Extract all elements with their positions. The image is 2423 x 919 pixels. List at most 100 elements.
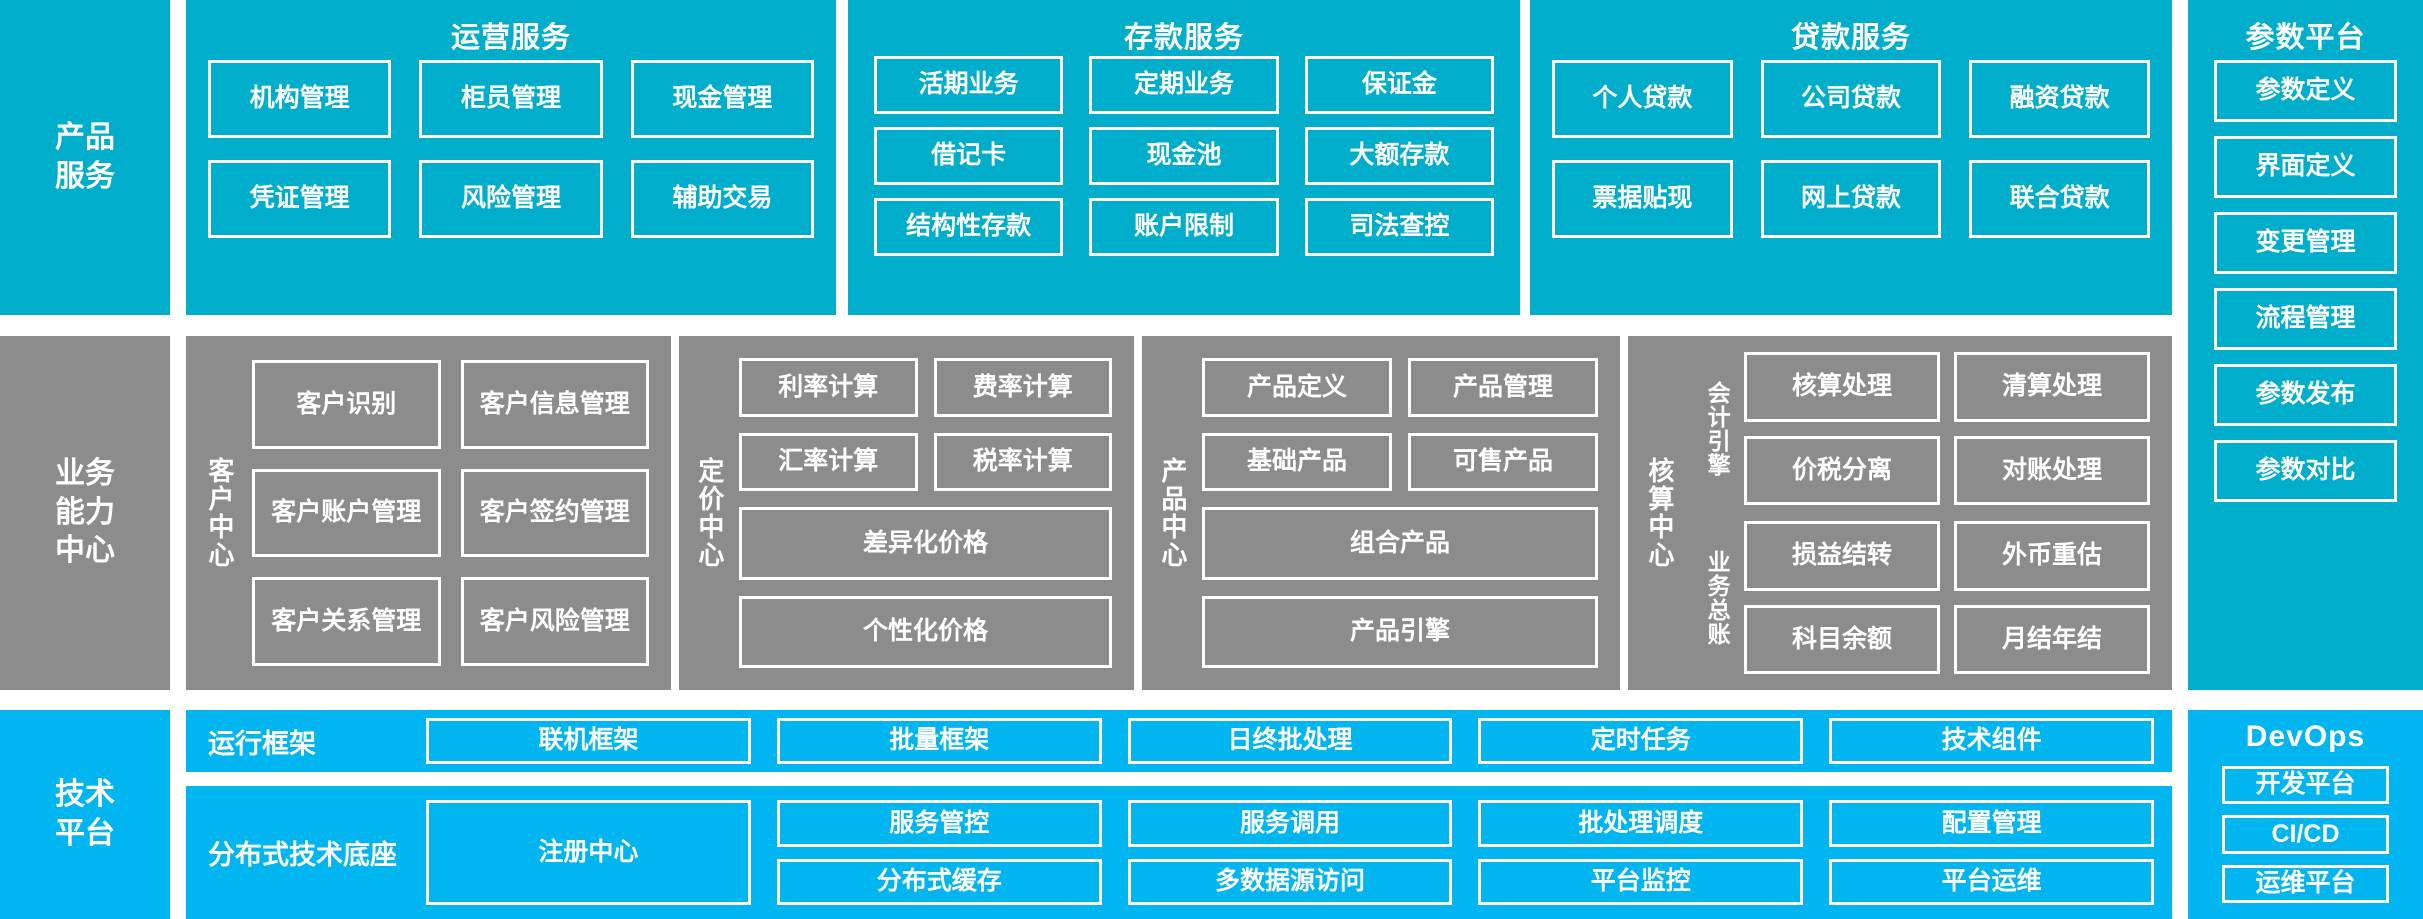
layer-label-product-services-text: 产品 服务 — [0, 0, 170, 315]
capability-item[interactable]: 对账处理 — [1954, 435, 2150, 505]
service-item[interactable]: 保证金 — [1304, 56, 1494, 114]
capability-item[interactable]: 汇率计算 — [739, 432, 918, 491]
tech-item[interactable]: 批处理调度 — [1478, 800, 1804, 847]
capability-item[interactable]: 客户账户管理 — [252, 468, 441, 558]
tech-item[interactable]: 联机框架 — [426, 718, 751, 764]
tech-item[interactable]: 定时任务 — [1478, 718, 1804, 764]
tech-item[interactable]: 平台监控 — [1478, 858, 1804, 905]
layer-label-line2: 能力 — [55, 495, 115, 529]
tech-item[interactable]: 技术组件 — [1829, 718, 2154, 764]
capability-item[interactable]: 核算处理 — [1744, 352, 1940, 422]
capability-item[interactable]: 客户关系管理 — [252, 577, 441, 666]
service-item[interactable]: 定期业务 — [1089, 56, 1279, 114]
tech-foundation-row: 分布式技术底座 注册中心 服务管控 服务调用 批处理调度 配置管理 分布式缓存 … — [186, 786, 2172, 919]
capability-item[interactable]: 客户签约管理 — [460, 468, 649, 558]
service-item[interactable]: 柜员管理 — [419, 60, 603, 138]
service-item[interactable]: 借记卡 — [874, 127, 1064, 185]
layer-label-product-services: 产品 服务 — [0, 0, 170, 315]
capability-item[interactable]: 产品定义 — [1202, 358, 1392, 417]
layer-label-line2: 服务 — [55, 159, 115, 193]
service-item[interactable]: 辅助交易 — [630, 160, 814, 238]
service-group-deposit-title: 存款服务 — [1123, 22, 1244, 54]
service-item[interactable]: 现金管理 — [630, 60, 814, 138]
service-item[interactable]: 公司贷款 — [1760, 60, 1942, 138]
param-platform-title: 参数平台 — [2245, 22, 2366, 54]
layer-label-business-capability-text: 业务 能力 中心 — [0, 336, 170, 690]
capability-item[interactable]: 价税分离 — [1744, 435, 1940, 505]
capability-item[interactable]: 月结年结 — [1954, 604, 2150, 674]
param-platform-column: 参数平台 参数定义 界面定义 变更管理 流程管理 参数发布 参数对比 — [2188, 0, 2423, 690]
layer-label-line1: 技术 — [55, 778, 115, 812]
capability-item[interactable]: 利率计算 — [739, 358, 918, 417]
tech-foundation-label: 分布式技术底座 — [208, 840, 397, 870]
capability-item[interactable]: 客户风险管理 — [460, 577, 649, 666]
tech-runtime-row: 运行框架 联机框架 批量框架 日终批处理 定时任务 技术组件 — [186, 710, 2172, 772]
param-item[interactable]: 参数发布 — [2214, 364, 2397, 426]
service-item[interactable]: 融资贷款 — [1969, 60, 2150, 138]
tech-item[interactable]: 服务管控 — [776, 800, 1102, 847]
service-item[interactable]: 风险管理 — [419, 160, 603, 238]
tech-item[interactable]: 注册中心 — [426, 800, 751, 905]
layer-label-business-capability: 业务 能力 中心 — [0, 336, 170, 690]
capability-center-accounting: 核算中心 会计引擎 核算处理 清算处理 价税分离 对账处理 业务总账 — [1628, 336, 2172, 690]
capability-item[interactable]: 客户识别 — [252, 360, 441, 449]
service-item[interactable]: 大额存款 — [1304, 127, 1494, 185]
capability-item[interactable]: 产品管理 — [1408, 358, 1598, 417]
capability-item[interactable]: 可售产品 — [1408, 432, 1598, 491]
service-item[interactable]: 机构管理 — [208, 60, 392, 138]
service-item[interactable]: 联合贷款 — [1969, 160, 2150, 238]
capability-item[interactable]: 组合产品 — [1202, 507, 1598, 580]
capability-center-accounting-name: 核算中心 — [1644, 457, 1675, 569]
capability-center-product-name: 产品中心 — [1157, 457, 1188, 569]
service-item[interactable]: 活期业务 — [874, 56, 1064, 114]
capability-item[interactable]: 科目余额 — [1744, 604, 1940, 674]
capability-item[interactable]: 费率计算 — [933, 358, 1112, 417]
service-item[interactable]: 结构性存款 — [874, 198, 1064, 256]
capability-item[interactable]: 税率计算 — [933, 432, 1112, 491]
service-group-operations: 运营服务 机构管理 柜员管理 现金管理 凭证管理 风险管理 辅助交易 — [186, 0, 836, 315]
tech-item[interactable]: 配置管理 — [1829, 800, 2154, 847]
devops-item[interactable]: 开发平台 — [2222, 766, 2389, 805]
devops-item[interactable]: CI/CD — [2222, 815, 2389, 854]
param-item[interactable]: 参数对比 — [2214, 440, 2397, 502]
capability-center-product: 产品中心 产品定义 产品管理 基础产品 可售产品 组合产品 产品引擎 — [1142, 336, 1620, 690]
devops-item[interactable]: 运维平台 — [2222, 864, 2389, 903]
tech-item[interactable]: 服务调用 — [1127, 800, 1453, 847]
capability-item[interactable]: 产品引擎 — [1202, 595, 1598, 668]
param-item[interactable]: 界面定义 — [2214, 136, 2397, 198]
devops-title: DevOps — [2245, 720, 2366, 753]
capability-item[interactable]: 基础产品 — [1202, 432, 1392, 491]
tech-item[interactable]: 多数据源访问 — [1127, 858, 1453, 905]
tech-platform-body: 运行框架 联机框架 批量框架 日终批处理 定时任务 技术组件 分布式技术底座 注… — [186, 710, 2172, 919]
accounting-subgroup-name: 业务总账 — [1704, 549, 1731, 646]
service-item[interactable]: 司法查控 — [1304, 198, 1494, 256]
capability-center-pricing-name: 定价中心 — [694, 457, 725, 569]
capability-center-customer-name: 客户中心 — [204, 457, 235, 569]
tech-item[interactable]: 平台运维 — [1829, 858, 2154, 905]
layer-label-line2: 平台 — [55, 816, 115, 850]
tech-item[interactable]: 分布式缓存 — [776, 858, 1102, 905]
service-item[interactable]: 凭证管理 — [208, 160, 392, 238]
capability-item[interactable]: 外币重估 — [1954, 521, 2150, 591]
param-item[interactable]: 变更管理 — [2214, 212, 2397, 274]
tech-item[interactable]: 批量框架 — [776, 718, 1102, 764]
service-group-loan: 贷款服务 个人贷款 公司贷款 融资贷款 票据贴现 网上贷款 联合贷款 — [1530, 0, 2172, 315]
layer-label-line1: 业务 — [55, 457, 115, 491]
service-item[interactable]: 个人贷款 — [1552, 60, 1733, 138]
service-item[interactable]: 账户限制 — [1089, 198, 1279, 256]
accounting-subgroup-name: 会计引擎 — [1704, 380, 1731, 477]
service-item[interactable]: 网上贷款 — [1760, 160, 1942, 238]
capability-item[interactable]: 个性化价格 — [739, 595, 1112, 668]
capability-item[interactable]: 清算处理 — [1954, 352, 2150, 422]
param-item[interactable]: 参数定义 — [2214, 60, 2397, 122]
layer-label-tech-platform: 技术 平台 — [0, 710, 170, 919]
capability-item[interactable]: 损益结转 — [1744, 521, 1940, 591]
tech-item[interactable]: 日终批处理 — [1127, 718, 1453, 764]
capability-item[interactable]: 客户信息管理 — [460, 360, 649, 449]
param-item[interactable]: 流程管理 — [2214, 288, 2397, 350]
capability-item[interactable]: 差异化价格 — [739, 507, 1112, 580]
service-group-operations-title: 运营服务 — [450, 22, 571, 54]
service-item[interactable]: 现金池 — [1089, 127, 1279, 185]
service-item[interactable]: 票据贴现 — [1552, 160, 1733, 238]
